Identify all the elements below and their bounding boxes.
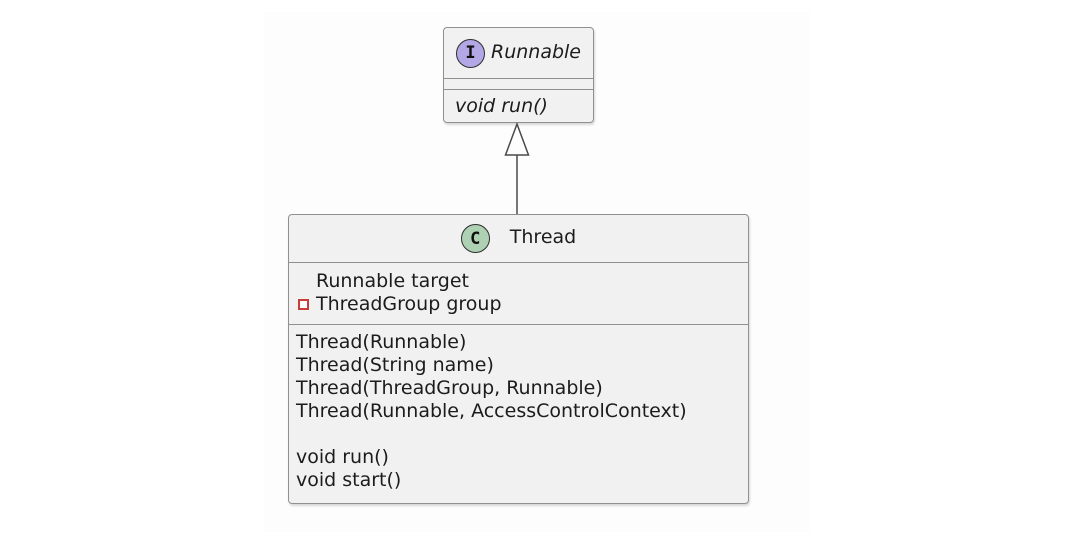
interface-icon-letter: I bbox=[465, 43, 476, 63]
interface-name: Runnable bbox=[491, 40, 581, 63]
method-line: void start() bbox=[296, 469, 402, 491]
method-line: Thread(ThreadGroup, Runnable) bbox=[296, 377, 603, 399]
hollow-triangle-arrowhead bbox=[504, 122, 530, 156]
private-square-icon bbox=[298, 299, 309, 310]
field-text: Runnable target bbox=[316, 270, 469, 292]
interface-box-runnable: I Runnable void run() bbox=[443, 27, 594, 123]
generalization-arrow bbox=[504, 122, 530, 215]
class-icon-letter: C bbox=[470, 228, 481, 249]
interface-methods-compartment: void run() bbox=[444, 90, 593, 118]
class-methods-compartment: Thread(Runnable) Thread(String name) Thr… bbox=[289, 325, 748, 492]
method-line: void run() bbox=[296, 446, 389, 468]
method-line: Thread(String name) bbox=[296, 354, 494, 376]
class-header: C Thread bbox=[289, 215, 748, 263]
field-no-visibility-icon bbox=[297, 275, 310, 288]
class-icon: C bbox=[460, 224, 490, 253]
interface-method: void run() bbox=[455, 95, 548, 117]
class-fields-compartment: Runnable target ThreadGroup group bbox=[289, 263, 748, 325]
field-row-target: Runnable target bbox=[297, 270, 748, 293]
method-line: Thread(Runnable) bbox=[296, 331, 467, 353]
method-line-blank bbox=[296, 423, 748, 446]
class-name: Thread bbox=[509, 226, 577, 248]
interface-icon: I bbox=[456, 38, 485, 68]
interface-fields-compartment-empty bbox=[444, 79, 593, 90]
interface-header: I Runnable bbox=[444, 28, 593, 79]
method-line: Thread(Runnable, AccessControlContext) bbox=[296, 400, 687, 422]
field-row-group: ThreadGroup group bbox=[297, 293, 748, 316]
private-field-icon bbox=[297, 298, 310, 311]
class-box-thread: C Thread Runnable target ThreadGroup gro… bbox=[288, 214, 749, 504]
field-text: ThreadGroup group bbox=[316, 293, 502, 315]
